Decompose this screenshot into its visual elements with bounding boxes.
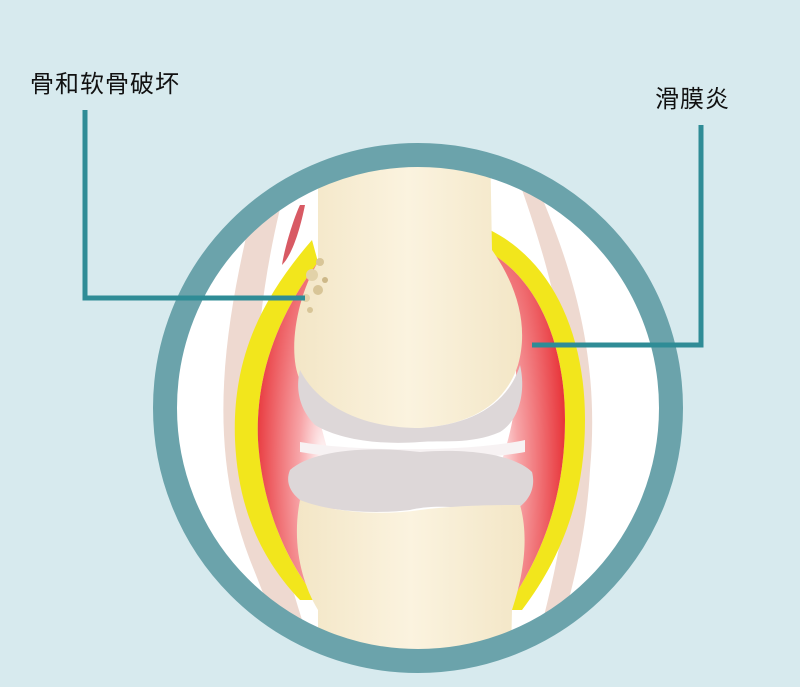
leader-line-right (532, 125, 704, 348)
label-bone-cartilage-destruction: 骨和软骨破坏 (30, 70, 180, 98)
soft-tissue-right (515, 170, 593, 661)
upper-cartilage (298, 365, 523, 443)
magnifier-ring (153, 143, 683, 673)
capsule-right (485, 230, 585, 610)
leader-line-left (82, 110, 305, 301)
lower-cartilage (288, 449, 534, 515)
upper-bone (294, 155, 523, 429)
vessel-mark (282, 205, 305, 265)
capsule-left (234, 240, 318, 600)
label-synovitis: 滑膜炎 (655, 85, 730, 113)
soft-tissue-left (223, 170, 330, 661)
